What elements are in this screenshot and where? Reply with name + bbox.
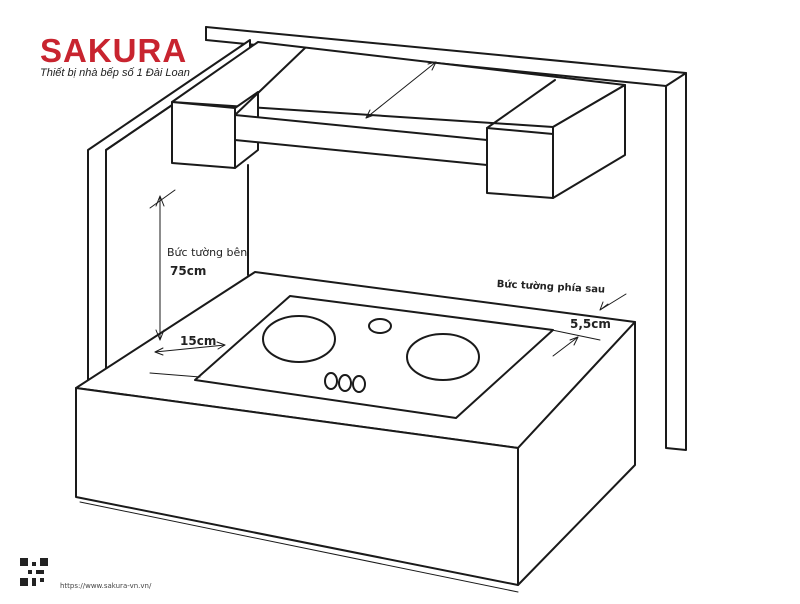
qr-code-icon [20, 558, 48, 586]
brand-tagline: Thiết bị nhà bếp số 1 Đài Loan [40, 67, 190, 79]
burner-left [262, 315, 336, 363]
height-label: 75cm [170, 264, 207, 278]
control-knob [338, 374, 352, 392]
burner-right [406, 333, 480, 381]
control-knob [324, 372, 338, 390]
brand-logo: SAKURA [40, 32, 188, 69]
side-gap-dimension [149, 341, 226, 378]
website-url[interactable]: https://www.sakura-vn.vn/ [60, 582, 152, 590]
side-gap-label: 15cm [180, 334, 217, 348]
back-wall [205, 26, 687, 451]
hood-depth-arrow [365, 61, 437, 119]
range-hood [171, 41, 626, 199]
side-wall-label: Bức tường bên [167, 246, 248, 259]
back-gap-label: 5,5cm [570, 317, 611, 331]
height-dimension [149, 189, 176, 341]
back-gap-dimension [551, 293, 627, 357]
control-knob [352, 375, 366, 393]
burner-small [368, 318, 392, 334]
